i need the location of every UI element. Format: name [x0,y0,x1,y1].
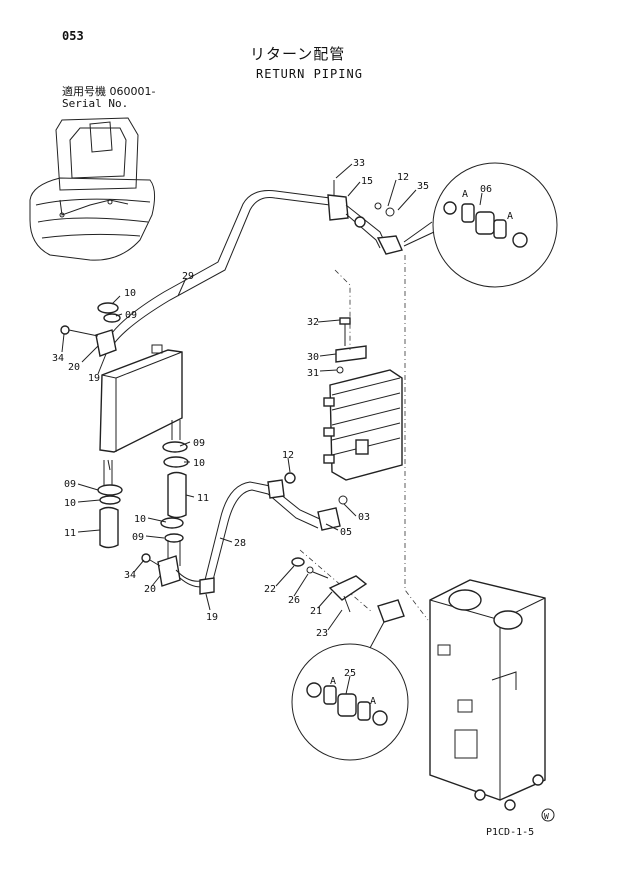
callout-35: 35 [417,181,429,192]
callout-09-d: 09 [132,532,144,543]
callout-09-b: 09 [193,438,205,449]
callout-10-d: 10 [134,514,146,525]
callout-A-3: A [330,676,336,687]
left-clamps-hoses [60,302,189,587]
guide-lines [299,255,429,621]
title-english: RETURN PIPING [256,67,363,81]
callout-29: 29 [182,271,194,282]
return-pipe-28 [175,472,348,595]
tank-fittings [291,557,405,623]
callout-15: 15 [361,176,373,187]
serial-no-label: Serial No. [62,97,129,110]
callout-20-a: 20 [68,362,80,373]
callout-28: 28 [234,538,246,549]
callout-21: 21 [310,606,322,617]
callout-19-b: 19 [206,612,218,623]
callout-09-c: 09 [64,479,76,490]
w-mark: W [541,808,555,822]
serial-applicable-label: 適用号機 060001- [62,85,156,98]
callout-19-a: 19 [88,373,100,384]
detail-circle-top [403,162,558,288]
detail-circle-bottom [291,621,409,761]
callout-11-a: 11 [197,493,209,504]
callout-10-c: 10 [64,498,76,509]
callout-30: 30 [307,352,319,363]
callout-A-2: A [507,211,513,222]
control-valve [323,317,403,481]
callout-12-mid: 12 [282,450,294,461]
oil-cooler [99,344,183,471]
excavator-overview-sketch [29,117,156,261]
callout-26: 26 [288,595,300,606]
leader-lines [61,163,483,695]
callout-34-a: 34 [52,353,64,364]
callout-20-b: 20 [144,584,156,595]
callout-A-4: A [370,696,376,707]
callout-22: 22 [264,584,276,595]
callout-06: 06 [480,184,492,195]
drawing-code: P1CD-1-5 [486,827,535,838]
callout-10-b: 10 [193,458,205,469]
callout-09-a: 09 [125,310,137,321]
fitting-15 [327,180,403,255]
callout-31: 31 [307,368,319,379]
callout-33: 33 [353,158,365,169]
title-japanese: リターン配管 [250,45,346,63]
callout-labels: 33 15 12 35 06 A A 29 10 09 34 20 19 32 … [52,158,513,707]
callout-32: 32 [307,317,319,328]
hydraulic-tank [429,579,546,811]
callout-A-1: A [462,189,468,200]
callout-11-b: 11 [64,528,76,539]
callout-03: 03 [358,512,370,523]
callout-34-b: 34 [124,570,136,581]
callout-12-top: 12 [397,172,409,183]
callout-05: 05 [340,527,352,538]
callout-25: 25 [344,668,356,679]
page-number: 053 [62,29,84,43]
callout-10-a: 10 [124,288,136,299]
w-mark-letter: W [544,812,549,821]
callout-23: 23 [316,628,328,639]
return-pipe-29 [103,190,331,351]
